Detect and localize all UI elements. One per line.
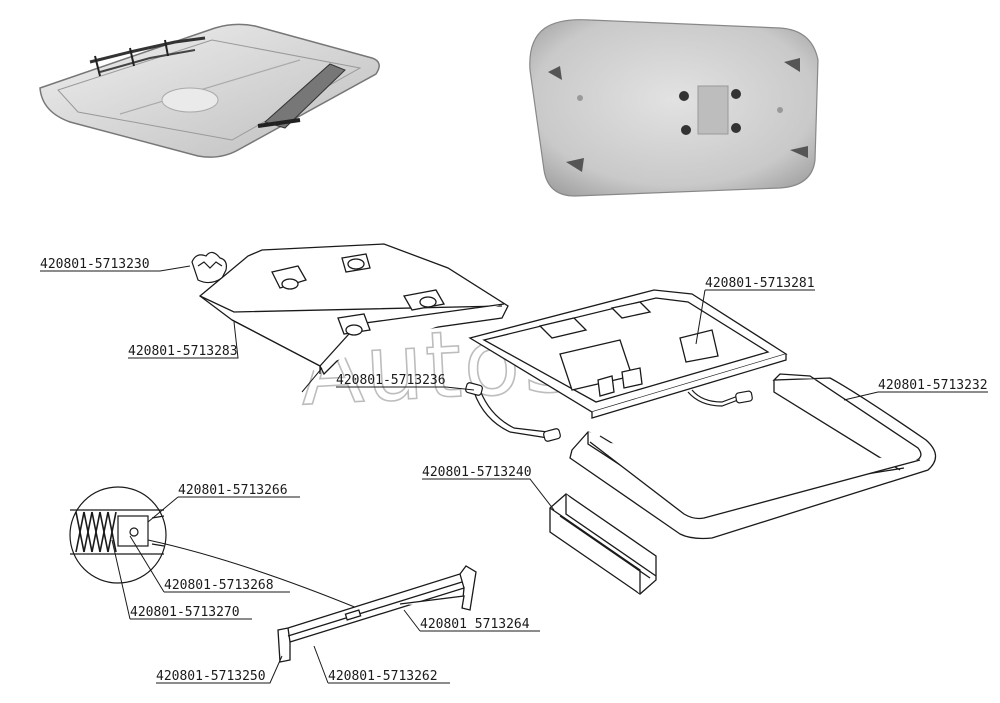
label-5713283: 420801-5713283 (128, 344, 238, 359)
label-5713270: 420801-5713270 (130, 605, 240, 620)
part-frame-hatch (468, 289, 788, 419)
leader-lines (40, 265, 988, 684)
label-5713262: 420801-5713262 (328, 669, 438, 684)
label-5713232: 420801-5713232 (878, 378, 988, 393)
part-seal-profile (569, 373, 937, 540)
part-lever-arm (277, 565, 477, 663)
label-5713264: 420801 5713264 (420, 617, 530, 632)
label-5713268: 420801-5713268 (164, 578, 274, 593)
label-5713250: 420801-5713250 (156, 669, 266, 684)
part-roof-panel (198, 243, 509, 393)
label-5713230: 420801-5713230 (40, 257, 150, 272)
label-5713266: 420801-5713266 (178, 483, 288, 498)
part-cable-harness (465, 382, 753, 442)
part-bracket-channel (549, 493, 657, 595)
label-5713281: 420801-5713281 (705, 276, 815, 291)
hatch-photo-underside (529, 19, 819, 197)
label-5713236: 420801-5713236 (336, 373, 446, 388)
label-5713240: 420801-5713240 (422, 465, 532, 480)
detail-circle (69, 486, 363, 611)
part-cap (191, 251, 227, 284)
hatch-photo-open (39, 23, 380, 158)
